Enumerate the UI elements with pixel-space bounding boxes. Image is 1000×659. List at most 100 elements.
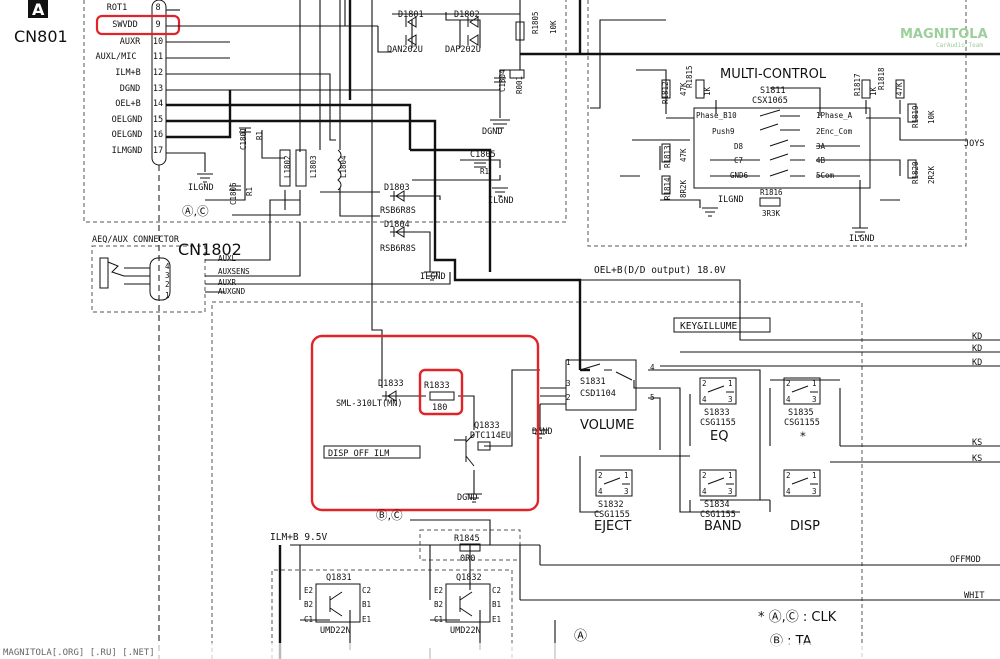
cn801-pin-num: 14 <box>153 99 163 109</box>
circle-bc-label: Ⓑ,Ⓒ <box>376 508 403 522</box>
svg-text:4: 4 <box>598 487 603 496</box>
svg-text:B1: B1 <box>362 600 371 609</box>
cn801-pin-num: 15 <box>153 115 163 125</box>
c1806-sub: R1 <box>245 187 254 196</box>
mc-pin: GND6 <box>730 171 749 180</box>
svg-text:4: 4 <box>650 363 655 372</box>
mc-pin: C7 <box>734 156 743 165</box>
cn801-pin-name: ROT1 <box>107 3 127 13</box>
svg-text:C2: C2 <box>362 586 371 595</box>
svg-text:4: 4 <box>702 487 707 496</box>
r1813-ref: R1813 <box>663 145 672 168</box>
ilgnd-5: ILGND <box>849 234 875 244</box>
multi-control-title: MULTI-CONTROL <box>720 67 827 82</box>
s1834-part: CSG1155 <box>700 510 736 520</box>
dan202u-part: DAN202U <box>387 45 423 55</box>
svg-text:C1: C1 <box>304 615 313 624</box>
svg-text:4: 4 <box>702 395 707 404</box>
diode-pair-d1801-d1802 <box>405 16 479 46</box>
cn801-pin-name: ILM+B <box>115 68 141 78</box>
dgnd-2: DGND <box>532 427 552 437</box>
d1803-ref: D1803 <box>384 183 410 193</box>
multi-control-switches <box>759 109 805 177</box>
svg-text:3: 3 <box>728 487 733 496</box>
s1835-ref: S1835 <box>788 408 814 418</box>
c1805-ref: C1805 <box>470 150 496 160</box>
cn801-pin-num: 12 <box>153 68 163 78</box>
c1801-body <box>239 127 251 133</box>
svg-text:3: 3 <box>624 487 629 496</box>
svg-text:4: 4 <box>786 395 791 404</box>
d1804-part: RSB6R8S <box>380 244 416 254</box>
s1832-part: CSG1155 <box>594 510 630 520</box>
cn801-pin-name: AUXL/MIC <box>96 52 137 62</box>
r1845-value: 0R0 <box>460 554 475 564</box>
svg-text:2: 2 <box>702 379 707 388</box>
cn801-pin-name: SWVDD <box>112 20 138 30</box>
cn801-pin-name: DGND <box>120 84 140 94</box>
cn801-pin-name: AUXR <box>120 37 141 47</box>
d1802-ref: D1802 <box>454 10 480 20</box>
cn801-pin-name: OELGND <box>112 130 143 140</box>
cn801-pin-num: 16 <box>153 130 163 140</box>
cn1802-pins: AUXL 4 AUXSENS 3 AUXR 2 AUXGND 1 <box>165 254 250 300</box>
svg-text:1: 1 <box>624 471 629 480</box>
kd-exit-3: KD <box>972 358 982 368</box>
cn801-pin-labels: ROT1 8 SWVDD 9 AUXR 10 AUXL/MIC 11 ILM+B… <box>96 3 164 156</box>
watermark-band <box>0 643 1000 659</box>
watermark-logo: MAGNITOLA <box>900 27 988 42</box>
cn801-pin-num: 8 <box>155 3 160 13</box>
r1833-ref: R1833 <box>424 381 450 391</box>
s1811-part: CSX1065 <box>752 96 788 106</box>
r1833-highlight <box>418 368 464 416</box>
band-label: BAND <box>704 519 742 534</box>
multi-control-resistors <box>661 79 917 207</box>
s1831-pin-numbers: 132 45 <box>566 358 655 402</box>
c1806-body <box>229 185 241 191</box>
q1831-body <box>315 583 361 623</box>
c1804-body <box>494 77 506 83</box>
volume-label: VOLUME <box>580 418 634 433</box>
kd-exit-1: KD <box>972 332 982 342</box>
s1831-switch <box>565 359 637 411</box>
svg-text:B1: B1 <box>492 600 501 609</box>
r1816-value: 3R3K <box>762 209 781 218</box>
r1805-ref: R1805 <box>531 11 540 34</box>
kd-exit-2: KD <box>972 344 982 354</box>
svg-text:2: 2 <box>786 379 791 388</box>
cn801-pin-name: OELGND <box>112 115 143 125</box>
svg-text:3: 3 <box>812 395 817 404</box>
s1833-ref: S1833 <box>704 408 730 418</box>
l1804-ref: L1804 <box>339 155 348 178</box>
circle-ac-label: Ⓐ,Ⓒ <box>182 204 209 218</box>
sheet-badge-box <box>28 0 48 18</box>
mc-pin: D8 <box>734 142 744 151</box>
oel-line-label: OEL+B(D/D output) 18.0V <box>594 265 726 276</box>
l1804-coil <box>337 149 342 191</box>
r1812-ref: R1812 <box>661 81 670 104</box>
wiring-thick <box>166 0 1000 659</box>
c1801-ref: C1801 <box>239 127 248 150</box>
r1845-body <box>459 543 481 552</box>
svg-text:2: 2 <box>786 471 791 480</box>
cn801-pin-num: 17 <box>153 146 163 156</box>
d1833-ref: D1833 <box>378 379 404 389</box>
svg-text:1: 1 <box>728 379 733 388</box>
l1803-ref: L1803 <box>309 155 318 178</box>
star-mark: * <box>800 429 806 443</box>
key-illume-title: KEY&ILLUME <box>680 321 737 332</box>
ks-exit-2: KS <box>972 454 982 464</box>
svg-text:B2: B2 <box>434 600 443 609</box>
r1817-value: 1K <box>869 86 878 96</box>
r1819-value: 10K <box>927 110 936 124</box>
s1831-part: CSD1104 <box>580 389 616 399</box>
cn1802-pin-num: 3 <box>165 271 170 280</box>
mc-pin: 1Phase_A <box>816 111 853 120</box>
wiring-thin <box>166 0 1000 659</box>
svg-text:B2: B2 <box>304 600 313 609</box>
ilm-line-label: ILM+B 9.5V <box>270 532 327 543</box>
s1834-ref: S1834 <box>704 500 730 510</box>
svg-text:4: 4 <box>786 487 791 496</box>
ilgnd-3: ILGND <box>420 272 446 282</box>
